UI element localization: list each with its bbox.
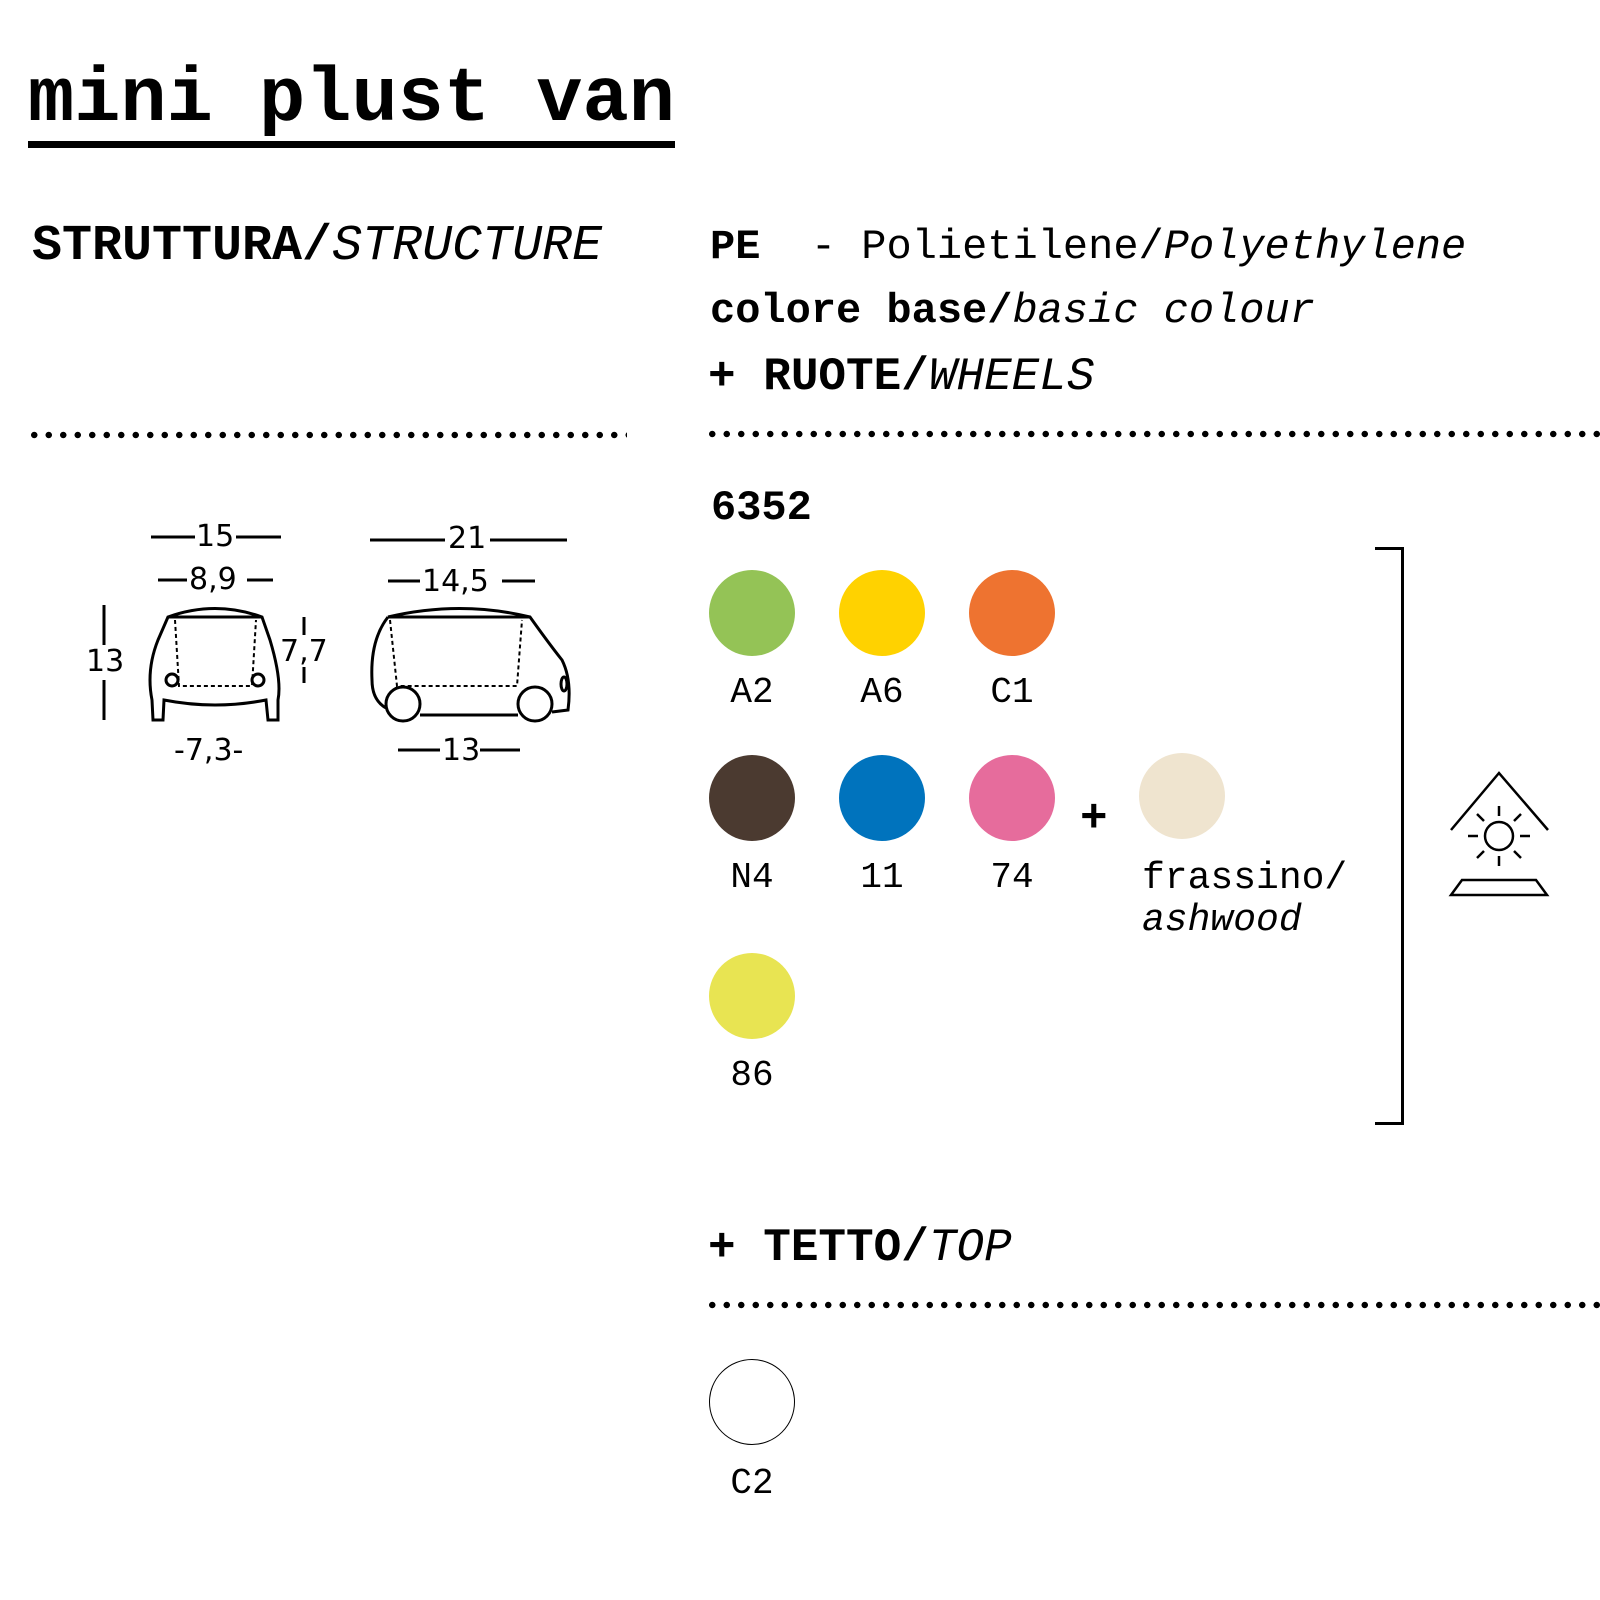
outdoor-sun-shelter-icon [1448,771,1550,897]
swatch-a6[interactable] [839,570,925,656]
ashwood-label: frassino/ashwood [1142,857,1348,942]
material-line: PE - Polietilene/Polyethylene [710,223,1467,271]
dim-side-length-bottom: 13 [442,733,481,768]
swatch-label: 11 [860,857,904,898]
swatch-label: A6 [860,672,904,713]
dim-front-width-bottom: -7,3- [174,733,244,768]
swatch-86[interactable] [709,953,795,1039]
dim-front-inner-height: 7,7 [280,634,328,669]
product-code: 6352 [711,484,812,532]
dim-side-length-mid: 14,5 [422,564,489,599]
plus-sign: + [1080,793,1108,845]
swatch-11[interactable] [839,755,925,841]
swatch-label: A2 [730,672,774,713]
dim-front-width-mid: 8,9 [189,562,237,597]
divider [705,430,1600,438]
divider [705,1301,1600,1309]
swatch-label: N4 [730,857,774,898]
divider [27,431,627,439]
dim-front-height: 13 [86,644,125,679]
swatch-c1[interactable] [969,570,1055,656]
top-heading: + TETTO/TOP [708,1222,1012,1274]
colour-bracket [1375,547,1404,1125]
dim-front-width-top: 15 [196,519,235,554]
swatch-label: C1 [990,672,1034,713]
swatch-label: 86 [730,1055,774,1096]
base-colour-line: colore base/basic colour [710,287,1315,335]
swatch-label-c2: C2 [730,1463,774,1504]
swatch-label: 74 [990,857,1034,898]
swatch-a2[interactable] [709,570,795,656]
swatch-c2[interactable] [709,1359,795,1445]
dim-side-length-top: 21 [448,521,487,556]
page-title: mini plust van [28,62,675,148]
swatch-74[interactable] [969,755,1055,841]
swatch-n4[interactable] [709,755,795,841]
wheels-heading: + RUOTE/WHEELS [708,351,1095,403]
van-dimension-drawing [102,535,571,752]
structure-heading: STRUTTURA/STRUCTURE [32,218,603,275]
swatch-ashwood[interactable] [1139,753,1225,839]
